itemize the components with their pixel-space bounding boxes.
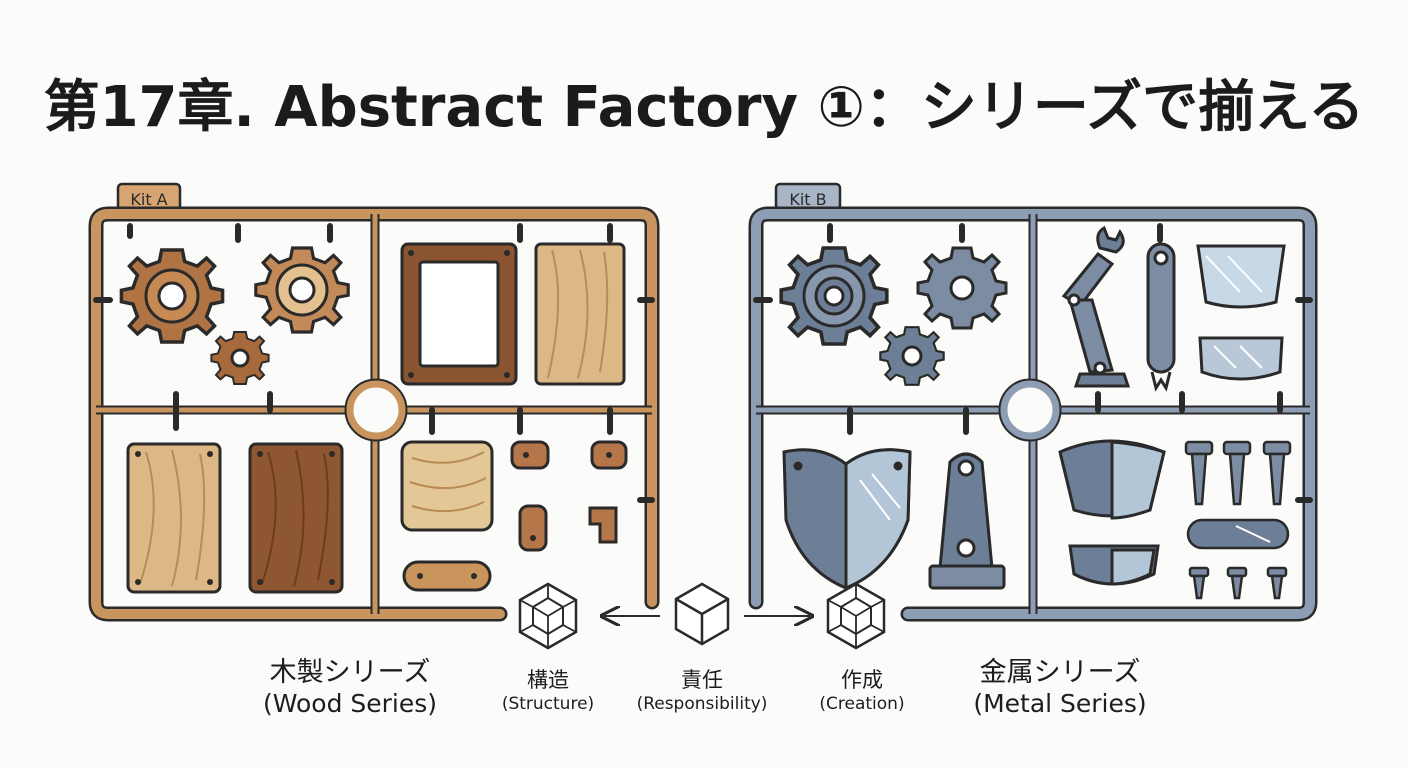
wood-gear-medium [254, 246, 350, 334]
metal-link-bar [1146, 242, 1176, 392]
wood-series-jp: 木製シリーズ [269, 657, 431, 688]
kit-a-tag-label: Kit A [130, 190, 167, 209]
concept-structure-en: (Structure) [501, 694, 595, 714]
kit-b-tag-label: Kit B [789, 190, 826, 209]
wood-series-en: (Wood Series) [262, 689, 438, 718]
metal-gear-medium [916, 246, 1008, 330]
metal-series-label: 金属シリーズ (Metal Series) [950, 650, 1170, 718]
wood-panel-light [126, 442, 222, 594]
wood-connectors [402, 440, 628, 592]
metal-series-jp: 金属シリーズ [979, 657, 1141, 688]
concept-responsibility-jp: 責任 [681, 668, 723, 692]
wood-panel-dark [248, 442, 344, 594]
page-title: 第17章. Abstract Factory ①：シリーズで揃える [43, 75, 1365, 140]
creation-cube-icon [826, 582, 886, 650]
responsibility-cube-icon [674, 582, 730, 646]
metal-screws [1184, 440, 1292, 600]
kit-a-sprue: Kit A [88, 182, 660, 622]
wood-plank-light [534, 242, 626, 386]
concept-responsibility: 責任 (Responsibility) [612, 664, 792, 714]
concept-creation-jp: 作成 [841, 668, 883, 692]
concept-icons [518, 582, 886, 650]
metal-armor [1058, 439, 1166, 586]
metal-upright-arm [928, 452, 1006, 590]
metal-robot-arm [1061, 225, 1131, 388]
concept-creation: 作成 (Creation) [792, 664, 932, 714]
concept-creation-en: (Creation) [819, 694, 905, 714]
kit-b-sprue: Kit B [748, 182, 1318, 622]
concept-structure-jp: 構造 [527, 668, 569, 692]
wood-block [400, 440, 494, 532]
concept-responsibility-en: (Responsibility) [636, 694, 768, 714]
metal-glass-plates [1196, 244, 1286, 381]
metal-gear-small [879, 326, 945, 386]
metal-shield [782, 448, 912, 591]
wood-series-label: 木製シリーズ (Wood Series) [240, 650, 460, 718]
wood-gear-large [119, 248, 225, 344]
metal-gear-large [779, 246, 889, 346]
wood-gear-small [210, 331, 270, 385]
wood-frame-panel [400, 242, 518, 386]
metal-series-en: (Metal Series) [973, 689, 1147, 718]
concept-structure: 構造 (Structure) [478, 664, 618, 714]
structure-cube-icon [518, 582, 578, 650]
